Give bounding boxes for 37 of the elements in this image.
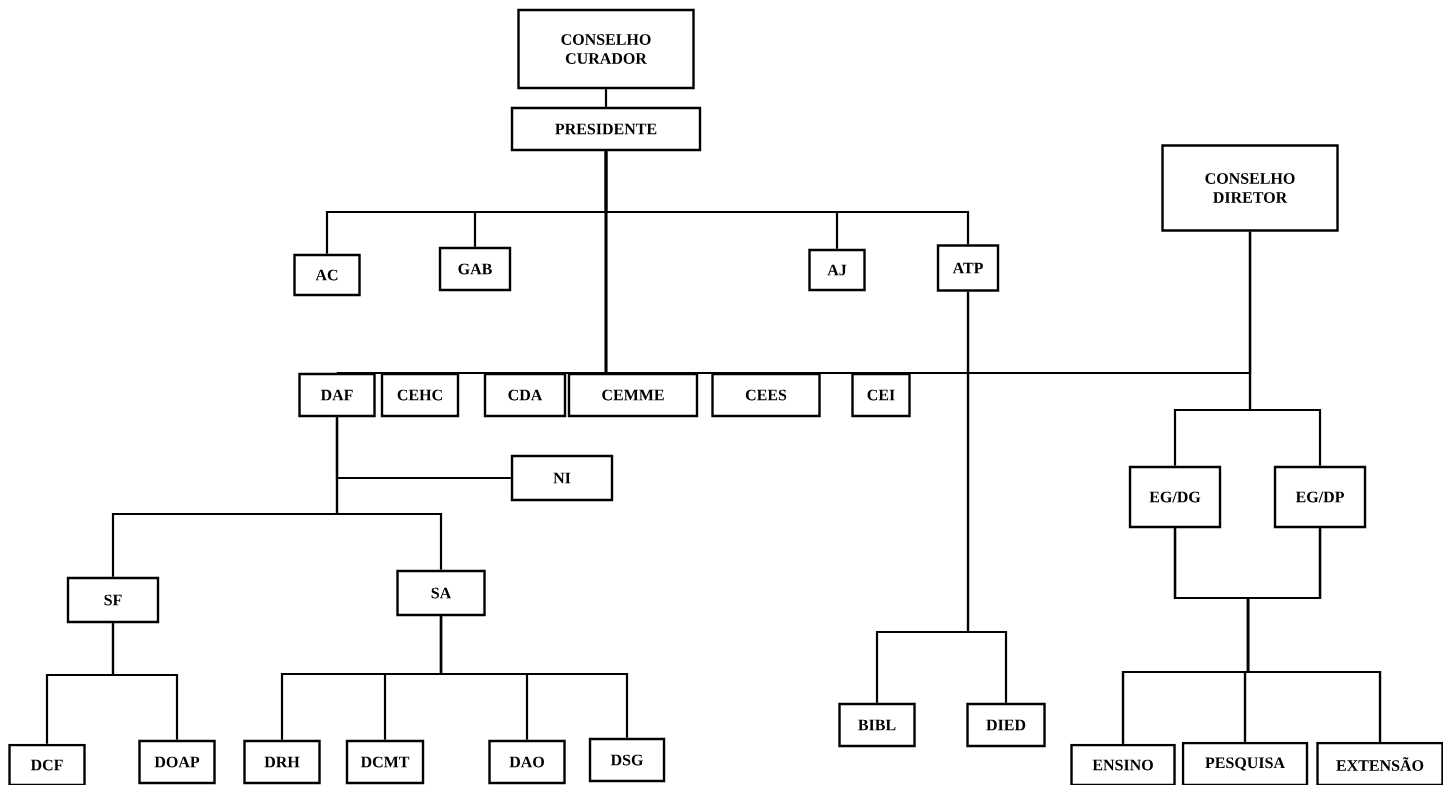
connector-line: [1246, 528, 1382, 742]
unit-box: EG/DG: [1128, 465, 1222, 529]
connector-line: [111, 623, 179, 740]
unit-box: AC: [293, 253, 361, 297]
unit-box: DOAP: [138, 739, 216, 785]
unit-box: CEES: [711, 372, 821, 418]
connector-line: [604, 151, 1252, 375]
unit-box: PRESIDENTE: [510, 106, 702, 152]
unit-box: DAO: [488, 739, 566, 785]
unit-box: DCF: [8, 743, 86, 785]
unit-box: CEI: [851, 372, 911, 418]
connector-line: [335, 417, 443, 570]
unit-box: AJ: [808, 248, 866, 292]
unit-box: DSG: [588, 737, 666, 783]
unit-box: CEMME: [567, 372, 699, 418]
connector-line: [1248, 231, 1322, 466]
unit-box: GAB: [438, 246, 512, 292]
unit-box: DAF: [298, 372, 376, 418]
unit-box: SF: [66, 576, 160, 624]
unit-box: NI: [510, 454, 614, 502]
unit-box: EXTENSÃO: [1316, 741, 1443, 785]
unit-box: CONSELHO DIRETOR: [1161, 144, 1339, 232]
unit-box: CDA: [483, 372, 567, 418]
unit-box: EG/DP: [1273, 465, 1367, 529]
connector-line: [439, 616, 629, 738]
unit-box: DCMT: [345, 739, 425, 785]
unit-box: BIBL: [838, 702, 916, 748]
unit-box: DRH: [243, 739, 321, 785]
connector-line: [966, 291, 1008, 703]
unit-box: PESQUISA: [1181, 741, 1309, 785]
unit-box: SA: [396, 569, 486, 617]
unit-box: CEHC: [380, 372, 460, 418]
unit-box: CONSELHO CURADOR: [517, 8, 695, 90]
connector-line: [604, 89, 608, 107]
unit-box: ENSINO: [1070, 743, 1176, 785]
unit-box: DIED: [966, 702, 1046, 748]
unit-box: ATP: [936, 244, 1000, 292]
